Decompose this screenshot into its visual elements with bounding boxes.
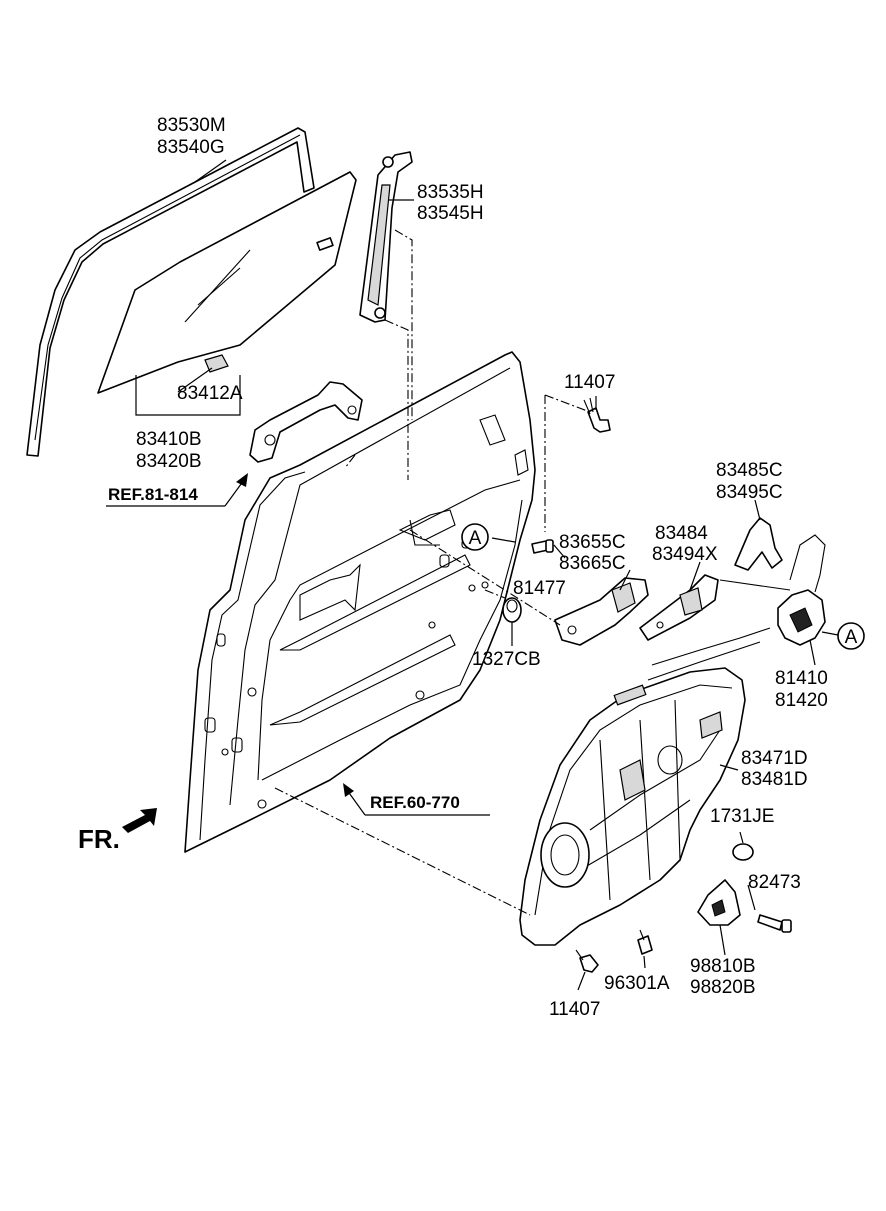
label-screw: 82473 (748, 872, 801, 893)
label-cable-2: 83495C (716, 482, 783, 503)
leader-lines (135, 159, 839, 991)
label-bolt-top: 11407 (564, 372, 615, 393)
label-cable-1: 83485C (716, 460, 783, 481)
label-module-panel-1: 83471D (741, 748, 808, 769)
bolt-bottom (575, 949, 599, 973)
label-latch-2: 81420 (775, 690, 828, 711)
label-rod-set-1: 83484 (655, 523, 708, 544)
assembly-lines (274, 229, 591, 916)
label-handle-bracket-1: 83655C (559, 532, 626, 553)
glass-run-channel (26, 127, 315, 457)
label-module-panel-2: 83481D (741, 769, 808, 790)
circle-marker-door: A (461, 523, 489, 551)
part-labels: 83530M 83540G 83535H 83545H 83412A 83410… (136, 115, 828, 1020)
label-latch-1: 81410 (775, 668, 828, 689)
front-direction-indicator: FR. (78, 808, 157, 854)
door-glass (97, 171, 357, 394)
nut-grommet (502, 597, 522, 623)
label-glass-2: 83420B (136, 451, 202, 472)
svg-text:A: A (845, 627, 858, 648)
striker-bolt (531, 539, 554, 554)
label-plug: 1731JE (710, 806, 774, 827)
bolt-top (583, 397, 611, 433)
label-nut-grommet: 1327CB (472, 649, 541, 670)
label-striker-bolt: 81477 (513, 578, 566, 599)
label-rod-set-2: 83494X (652, 544, 718, 565)
svg-text:A: A (469, 528, 482, 549)
circle-marker-latch: A (837, 622, 865, 650)
rear-channel (359, 151, 413, 323)
label-bolt-bottom: 11407 (549, 999, 600, 1020)
handle-bracket (554, 577, 649, 646)
label-rear-channel-2: 83545H (417, 203, 484, 224)
svg-text:REF.81-814: REF.81-814 (108, 485, 198, 504)
clip (637, 929, 653, 955)
cable-bracket (734, 517, 826, 593)
label-glass-run-channel-1: 83530M (157, 115, 226, 136)
label-glass-clip: 83412A (177, 383, 243, 404)
door-module-panel (519, 667, 746, 946)
label-sensor-1: 98810B (690, 956, 756, 977)
front-arrow-icon (122, 808, 157, 833)
rod-set (639, 574, 719, 641)
ref-outside-handle: REF.81-814 (106, 473, 248, 507)
sensor (697, 879, 741, 926)
label-glass-run-channel-2: 83540G (157, 137, 225, 158)
outside-handle (249, 381, 363, 463)
label-handle-bracket-2: 83665C (559, 553, 626, 574)
door-inner-panel (184, 351, 536, 853)
label-clip: 96301A (604, 973, 670, 994)
svg-text:FR.: FR. (78, 824, 120, 854)
plug (732, 843, 754, 861)
screw (757, 914, 792, 933)
label-rear-channel-1: 83535H (417, 182, 484, 203)
label-glass-1: 83410B (136, 429, 202, 450)
ref-door-panel: REF.60-770 (343, 783, 490, 816)
label-sensor-2: 98820B (690, 977, 756, 998)
svg-text:REF.60-770: REF.60-770 (370, 793, 460, 812)
door-latch (647, 579, 826, 681)
